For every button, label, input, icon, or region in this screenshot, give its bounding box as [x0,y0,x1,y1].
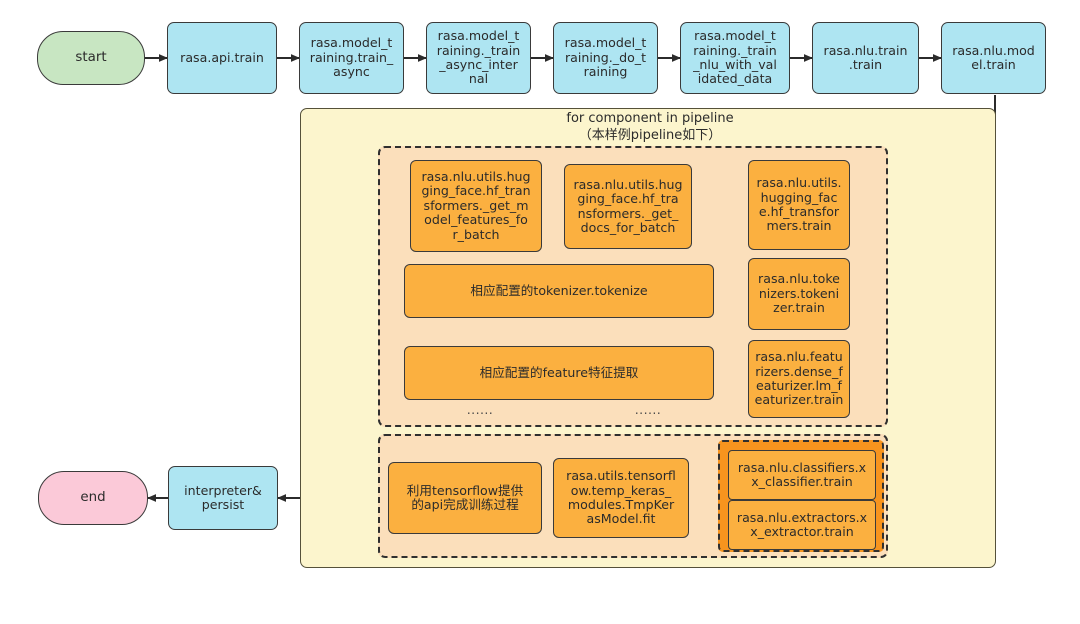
node-tokenizer-tokenize[interactable]: 相应配置的tokenizer.tokenize [404,264,714,318]
node-train-async-internal[interactable]: rasa.model_t raining._train _async_inter… [426,22,531,94]
node-do-training[interactable]: rasa.model_t raining._do_t raining [553,22,658,94]
node-nlu-tokenizers-tokenizer-train[interactable]: rasa.nlu.toke nizers.tokeni zer.train [748,258,850,330]
node-feature-extraction[interactable]: 相应配置的feature特征提取 [404,346,714,400]
node-nlu-train-train[interactable]: rasa.nlu.train .train [812,22,919,94]
node-train-async[interactable]: rasa.model_t raining.train_ async [299,22,404,94]
node-train-nlu-with-validated-data[interactable]: rasa.model_t raining._train _nlu_with_va… [680,22,790,94]
node-end[interactable]: end [38,471,148,525]
node-hf-transformers-train[interactable]: rasa.nlu.utils. hugging_fac e.hf_transfo… [748,160,850,250]
node-nlu-model-train[interactable]: rasa.nlu.mod el.train [941,22,1046,94]
node-hf-get-model-features-for-batch[interactable]: rasa.nlu.utils.hug ging_face.hf_tran sfo… [410,160,542,252]
ellipsis-left: ...... [466,402,494,417]
node-tmp-keras-model-fit[interactable]: rasa.utils.tensorfl ow.temp_keras_ modul… [553,458,689,538]
node-rasa-api-train[interactable]: rasa.api.train [167,22,277,94]
node-nlu-classifiers-train[interactable]: rasa.nlu.classifiers.x x_classifier.trai… [728,450,876,500]
node-nlu-extractors-train[interactable]: rasa.nlu.extractors.x x_extractor.train [728,500,876,550]
node-interpreter-persist[interactable]: interpreter& persist [168,466,278,530]
pipeline-group-label: for component in pipeline （本样例pipeline如下… [566,111,734,143]
node-tensorflow-api-training[interactable]: 利用tensorflow提供 的api完成训练过程 [388,462,542,534]
node-nlu-dense-featurizer-lm-featurizer-train[interactable]: rasa.nlu.featu rizers.dense_f eaturizer.… [748,340,850,418]
ellipsis-middle: ...... [634,402,662,417]
node-start[interactable]: start [37,31,145,85]
node-hf-get-docs-for-batch[interactable]: rasa.nlu.utils.hug ging_face.hf_tra nsfo… [564,164,692,249]
